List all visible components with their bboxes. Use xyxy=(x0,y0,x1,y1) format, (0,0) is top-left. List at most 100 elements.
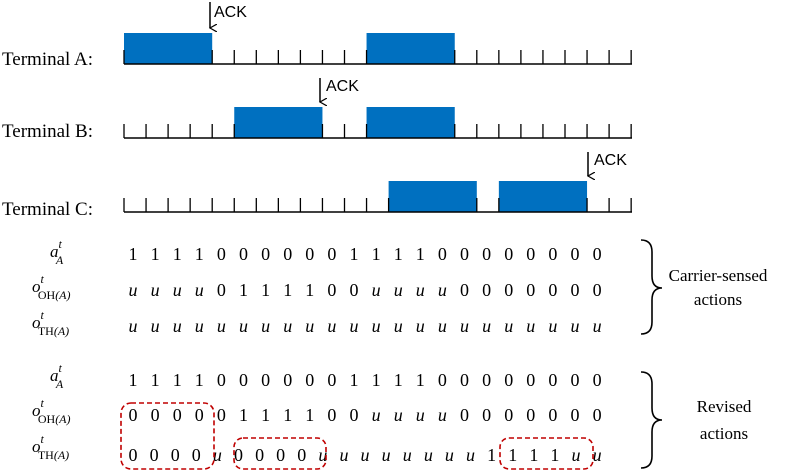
sequence-cell: u xyxy=(217,316,226,336)
sequence-cell: 1 xyxy=(508,445,517,465)
sequence-cell: u xyxy=(151,280,160,300)
sequence-cell: u xyxy=(438,280,447,300)
sequence-cell: 0 xyxy=(571,370,580,390)
sequence-cell: 1 xyxy=(129,244,138,264)
sequence-cell: 1 xyxy=(283,280,292,300)
highlight-box-th-ones xyxy=(499,437,594,470)
sequence-cell: 0 xyxy=(548,280,557,300)
sequence-cell: 0 xyxy=(261,244,270,264)
sequence-cell: 0 xyxy=(217,370,226,390)
sequence-cell: 0 xyxy=(526,405,535,425)
terminal-a-ack: ACK xyxy=(210,2,247,28)
sequence-cell: u xyxy=(372,316,381,336)
sequence-cell: 1 xyxy=(350,244,359,264)
sequence-cell: 0 xyxy=(261,370,270,390)
sequence-cell: 0 xyxy=(460,280,469,300)
sequence-cell: 1 xyxy=(151,244,160,264)
sequence-cell: 0 xyxy=(239,370,248,390)
terminal-b-ticks xyxy=(123,124,632,138)
sequence-cell: u xyxy=(195,280,204,300)
sequence-cell: u xyxy=(382,445,391,465)
terminal-c-ticks xyxy=(123,198,632,212)
terminal-c-ack: ACK xyxy=(588,152,627,176)
sequence-cell: 0 xyxy=(129,405,138,425)
sequence-cell: 0 xyxy=(327,405,336,425)
sequence-cell: u xyxy=(466,445,475,465)
ack-label: ACK xyxy=(214,4,247,21)
sequence-cell: 0 xyxy=(239,244,248,264)
busy-slot xyxy=(234,107,323,138)
terminal-b-label: Terminal B: xyxy=(2,121,93,142)
sequence-cell: u xyxy=(239,316,248,336)
sequence-cell: u xyxy=(460,316,469,336)
sequence-cell: 1 xyxy=(350,370,359,390)
terminal-a-busy-slots xyxy=(124,33,455,64)
sequence-cell: 0 xyxy=(593,244,602,264)
sequence-cell: u xyxy=(283,316,292,336)
sequence-cell: 0 xyxy=(173,405,182,425)
sequence-cell: 0 xyxy=(460,244,469,264)
sequence-cell: 0 xyxy=(255,445,264,465)
busy-slot xyxy=(498,181,588,212)
sequence-cell: u xyxy=(482,316,491,336)
sequence-cell: 1 xyxy=(195,370,204,390)
sequence-cell: u xyxy=(350,316,359,336)
sequence-cell: 0 xyxy=(593,405,602,425)
sequence-cell: 1 xyxy=(151,370,160,390)
sequence-cell: 0 xyxy=(438,244,447,264)
sequence-cell: 0 xyxy=(283,370,292,390)
sequence-cell: 0 xyxy=(151,405,160,425)
terminal-a-timeline: Terminal A: ACK xyxy=(2,2,632,70)
sequence-cell: 0 xyxy=(297,445,306,465)
sequence-cell: 0 xyxy=(482,244,491,264)
sequence-cell: 0 xyxy=(438,370,447,390)
sequence-cell: 0 xyxy=(571,280,580,300)
ack-label: ACK xyxy=(594,152,627,169)
sequence-cell: 1 xyxy=(394,244,403,264)
sequence-cell: u xyxy=(318,445,327,465)
sequence-cell: u xyxy=(394,280,403,300)
busy-slot xyxy=(366,107,455,138)
sequence-cell: u xyxy=(504,316,513,336)
sequence-cell: u xyxy=(571,316,580,336)
sequence-cell: 0 xyxy=(571,405,580,425)
sequence-cell: u xyxy=(372,280,381,300)
sequence-cell: 0 xyxy=(482,405,491,425)
sequence-cell: 0 xyxy=(593,370,602,390)
busy-slot xyxy=(388,181,477,212)
revised-brace xyxy=(640,371,663,469)
sequence-cell: u xyxy=(572,445,581,465)
sequence-cell: u xyxy=(438,405,447,425)
sequence-cell: 1 xyxy=(283,405,292,425)
sequence-cell: 0 xyxy=(460,405,469,425)
sequence-cell: 0 xyxy=(305,370,314,390)
sequence-cell: u xyxy=(151,316,160,336)
sequence-cell: 1 xyxy=(305,405,314,425)
sequence-cell: 0 xyxy=(548,405,557,425)
busy-slot xyxy=(366,33,455,64)
sequence-cell: u xyxy=(261,316,270,336)
sequence-cell: u xyxy=(129,280,138,300)
sequence-cell: 1 xyxy=(372,370,381,390)
sequence-cell: 0 xyxy=(526,370,535,390)
sequence-cell: u xyxy=(129,316,138,336)
terminal-b-busy-slots xyxy=(234,107,455,138)
sequence-cell: u xyxy=(438,316,447,336)
sequence-cell: 0 xyxy=(327,244,336,264)
ack-label: ACK xyxy=(326,78,359,95)
sequence-cell: 1 xyxy=(416,244,425,264)
sequence-cell: 0 xyxy=(548,370,557,390)
terminal-a-label: Terminal A: xyxy=(2,49,93,70)
revised-caption-line2: actions xyxy=(700,424,748,443)
sequence-cell: 0 xyxy=(526,280,535,300)
sequence-cell: 1 xyxy=(173,244,182,264)
sequence-cell: 0 xyxy=(504,244,513,264)
